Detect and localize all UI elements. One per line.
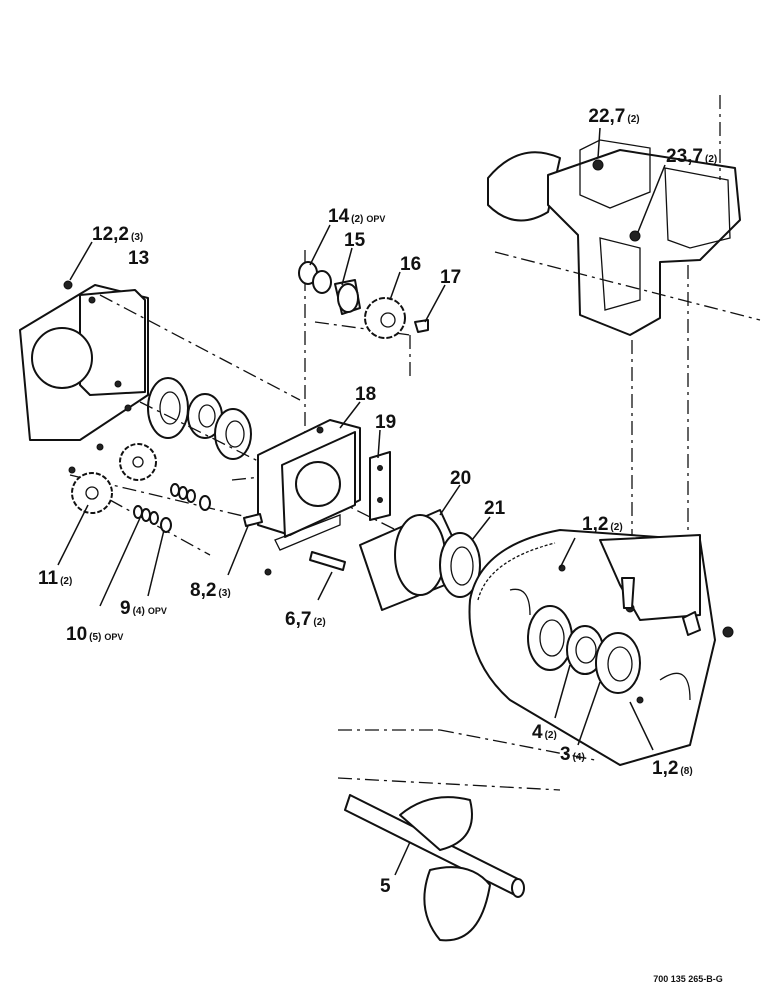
callout-15: 15 bbox=[344, 230, 366, 251]
callout-11: 11(2) bbox=[38, 568, 72, 589]
callout-19: 19 bbox=[375, 412, 396, 433]
frame-bracket bbox=[487, 95, 761, 545]
callout-22-7: 22,7(2) bbox=[588, 106, 639, 127]
callout-labels: 12,2(3) 13 14(2)OPV 15 16 17 18 19 20 21… bbox=[38, 106, 717, 897]
housing-18 bbox=[257, 419, 361, 551]
callout-21: 21 bbox=[484, 498, 506, 519]
fasteners bbox=[63, 280, 701, 636]
callout-5: 5 bbox=[380, 876, 391, 897]
drawing-number: 700 135 265-B-G bbox=[653, 974, 723, 984]
leader-arrows bbox=[57, 127, 666, 876]
callout-20: 20 bbox=[450, 468, 471, 489]
gearbox-housing bbox=[468, 529, 734, 766]
callout-3: 3(4) bbox=[560, 744, 585, 765]
callout-12-2: 12,2(3) bbox=[92, 224, 143, 245]
callout-1-2-bottom: 1,2(8) bbox=[652, 758, 693, 779]
callout-14: 14(2)OPV bbox=[328, 206, 385, 227]
callout-8-2: 8,2(3) bbox=[190, 580, 231, 601]
callout-17: 17 bbox=[440, 267, 461, 288]
callout-16: 16 bbox=[400, 254, 421, 275]
callout-18: 18 bbox=[355, 384, 376, 405]
plate-19 bbox=[369, 451, 391, 521]
callout-23-7: 23,7(2) bbox=[666, 146, 717, 167]
callout-1-2-top: 1,2(2) bbox=[582, 514, 623, 535]
parts-14-17 bbox=[298, 261, 429, 339]
gasket-20 bbox=[359, 509, 471, 611]
washers-9-10 bbox=[133, 483, 211, 533]
callout-10: 10(5)OPV bbox=[66, 624, 123, 645]
seal-21 bbox=[439, 532, 481, 598]
part-13-shield bbox=[19, 284, 149, 441]
auger-5 bbox=[344, 794, 525, 942]
bearing-flange-left bbox=[147, 377, 252, 460]
callout-6-7: 6,7(2) bbox=[285, 609, 326, 630]
callout-4: 4(2) bbox=[532, 722, 557, 743]
callout-9: 9(4)OPV bbox=[120, 598, 167, 619]
callout-13: 13 bbox=[128, 248, 149, 269]
sprocket-11 bbox=[71, 443, 157, 514]
